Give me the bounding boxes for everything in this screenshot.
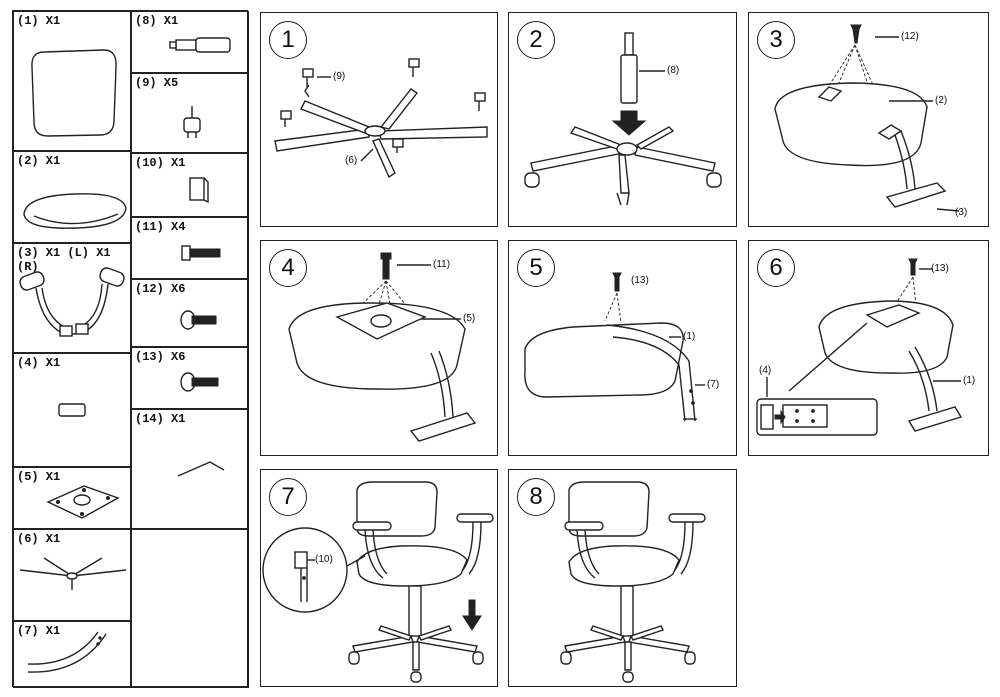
part-label: (3) X1 (L) X1 (R) — [17, 246, 111, 274]
step-7-panel: 7 (10) — [260, 469, 498, 687]
screw-icon — [180, 372, 219, 392]
part-cell-14: (14) X1 — [131, 409, 249, 529]
part-label: (8) X1 — [135, 14, 179, 28]
step-number: 8 — [517, 478, 555, 516]
step-8-panel: 8 — [508, 469, 737, 687]
part-label: (1) X1 — [17, 14, 61, 28]
plug-cap-icon — [189, 177, 209, 204]
seat-attach-mount-illustration — [774, 24, 960, 212]
finished-chair-illustration — [560, 481, 706, 683]
part-cell-5: (5) X1 — [13, 467, 131, 529]
part-cell-7: (7) X1 — [13, 621, 131, 688]
part-label: (12) X6 — [135, 282, 186, 296]
base-with-casters-illustration — [274, 58, 488, 179]
callout-label: (12) — [901, 31, 919, 42]
callout-label: (6) — [345, 155, 358, 166]
gas-cylinder-icon — [169, 37, 231, 53]
part-label: (14) X1 — [135, 412, 186, 426]
callout-label: (7) — [707, 379, 720, 390]
part-cell-12: (12) X6 — [131, 279, 249, 347]
callout-label: (10) — [315, 554, 333, 565]
callout-label: (13) — [631, 275, 649, 286]
part-cell-2: (2) X1 — [13, 151, 131, 243]
part-label: (11) X4 — [135, 220, 186, 234]
mechanism-attach-illustration — [288, 252, 477, 442]
short-screw-icon — [180, 310, 217, 330]
step-number: 7 — [269, 478, 307, 516]
seat-icon — [23, 193, 127, 229]
callout-label: (1) — [683, 331, 696, 342]
part-label: (9) X5 — [135, 76, 179, 90]
part-label: (10) X1 — [135, 156, 186, 170]
caster-wheel-icon — [183, 106, 201, 138]
hex-key-icon — [177, 461, 225, 477]
backrest-bar-attach-illustration — [524, 272, 705, 422]
callout-label: (13) — [931, 263, 949, 274]
mechanism-plate-icon — [46, 485, 120, 519]
part-cell-4: (4) X1 — [13, 353, 131, 467]
step-number: 2 — [517, 21, 555, 59]
part-cell-13: (13) X6 — [131, 347, 249, 409]
part-cell-8: (8) X1 — [131, 11, 249, 73]
step-1-panel: 1 (9) (6) — [260, 12, 498, 227]
callout-label: (8) — [667, 65, 680, 76]
callout-label: (11) — [433, 259, 451, 270]
step-number: 5 — [517, 249, 555, 287]
part-cell-empty — [131, 529, 249, 688]
part-label: (5) X1 — [17, 470, 61, 484]
step-number: 6 — [757, 249, 795, 287]
part-label: (6) X1 — [17, 532, 61, 546]
part-label: (13) X6 — [135, 350, 186, 364]
step-number: 1 — [269, 21, 307, 59]
long-bolt-icon — [181, 245, 221, 261]
part-cell-6: (6) X1 — [13, 529, 131, 621]
backrest-to-seat-illustration — [756, 258, 963, 436]
part-label: (7) X1 — [17, 624, 61, 638]
callout-label: (5) — [463, 313, 476, 324]
step-number: 4 — [269, 249, 307, 287]
clip-icon — [58, 403, 86, 417]
step-3-panel: 3 (12) (2) (3) — [748, 12, 989, 227]
part-label: (4) X1 — [17, 356, 61, 370]
step-6-panel: 6 (13) (4) (1) — [748, 240, 989, 456]
step-number: 3 — [757, 21, 795, 59]
gas-cylinder-insertion-illustration — [524, 32, 722, 206]
part-cell-11: (11) X4 — [131, 217, 249, 279]
step-5-panel: 5 (13) (1) (7) — [508, 240, 737, 456]
part-cell-1: (1) X1 — [13, 11, 131, 151]
support-bar-icon — [27, 631, 107, 673]
parts-list-panel: (1) X1 (2) X1 (3) X1 (L) X1 (R) (4) X1 — [12, 10, 249, 688]
five-star-base-icon — [19, 557, 127, 590]
part-label: (2) X1 — [17, 154, 61, 168]
step-2-panel: 2 (8) — [508, 12, 737, 227]
armrest-and-base-assembly-illustration — [262, 481, 494, 683]
step-4-panel: 4 (11) (5) — [260, 240, 498, 456]
backrest-icon — [31, 49, 117, 137]
armrest-pair-icon — [19, 267, 125, 337]
callout-label: (9) — [333, 71, 346, 82]
callout-label: (4) — [759, 365, 772, 376]
part-cell-3: (3) X1 (L) X1 (R) — [13, 243, 131, 353]
callout-label: (3) — [955, 207, 968, 218]
callout-label: (2) — [935, 95, 948, 106]
callout-label: (1) — [963, 375, 976, 386]
part-cell-10: (10) X1 — [131, 153, 249, 217]
part-cell-9: (9) X5 — [131, 73, 249, 153]
